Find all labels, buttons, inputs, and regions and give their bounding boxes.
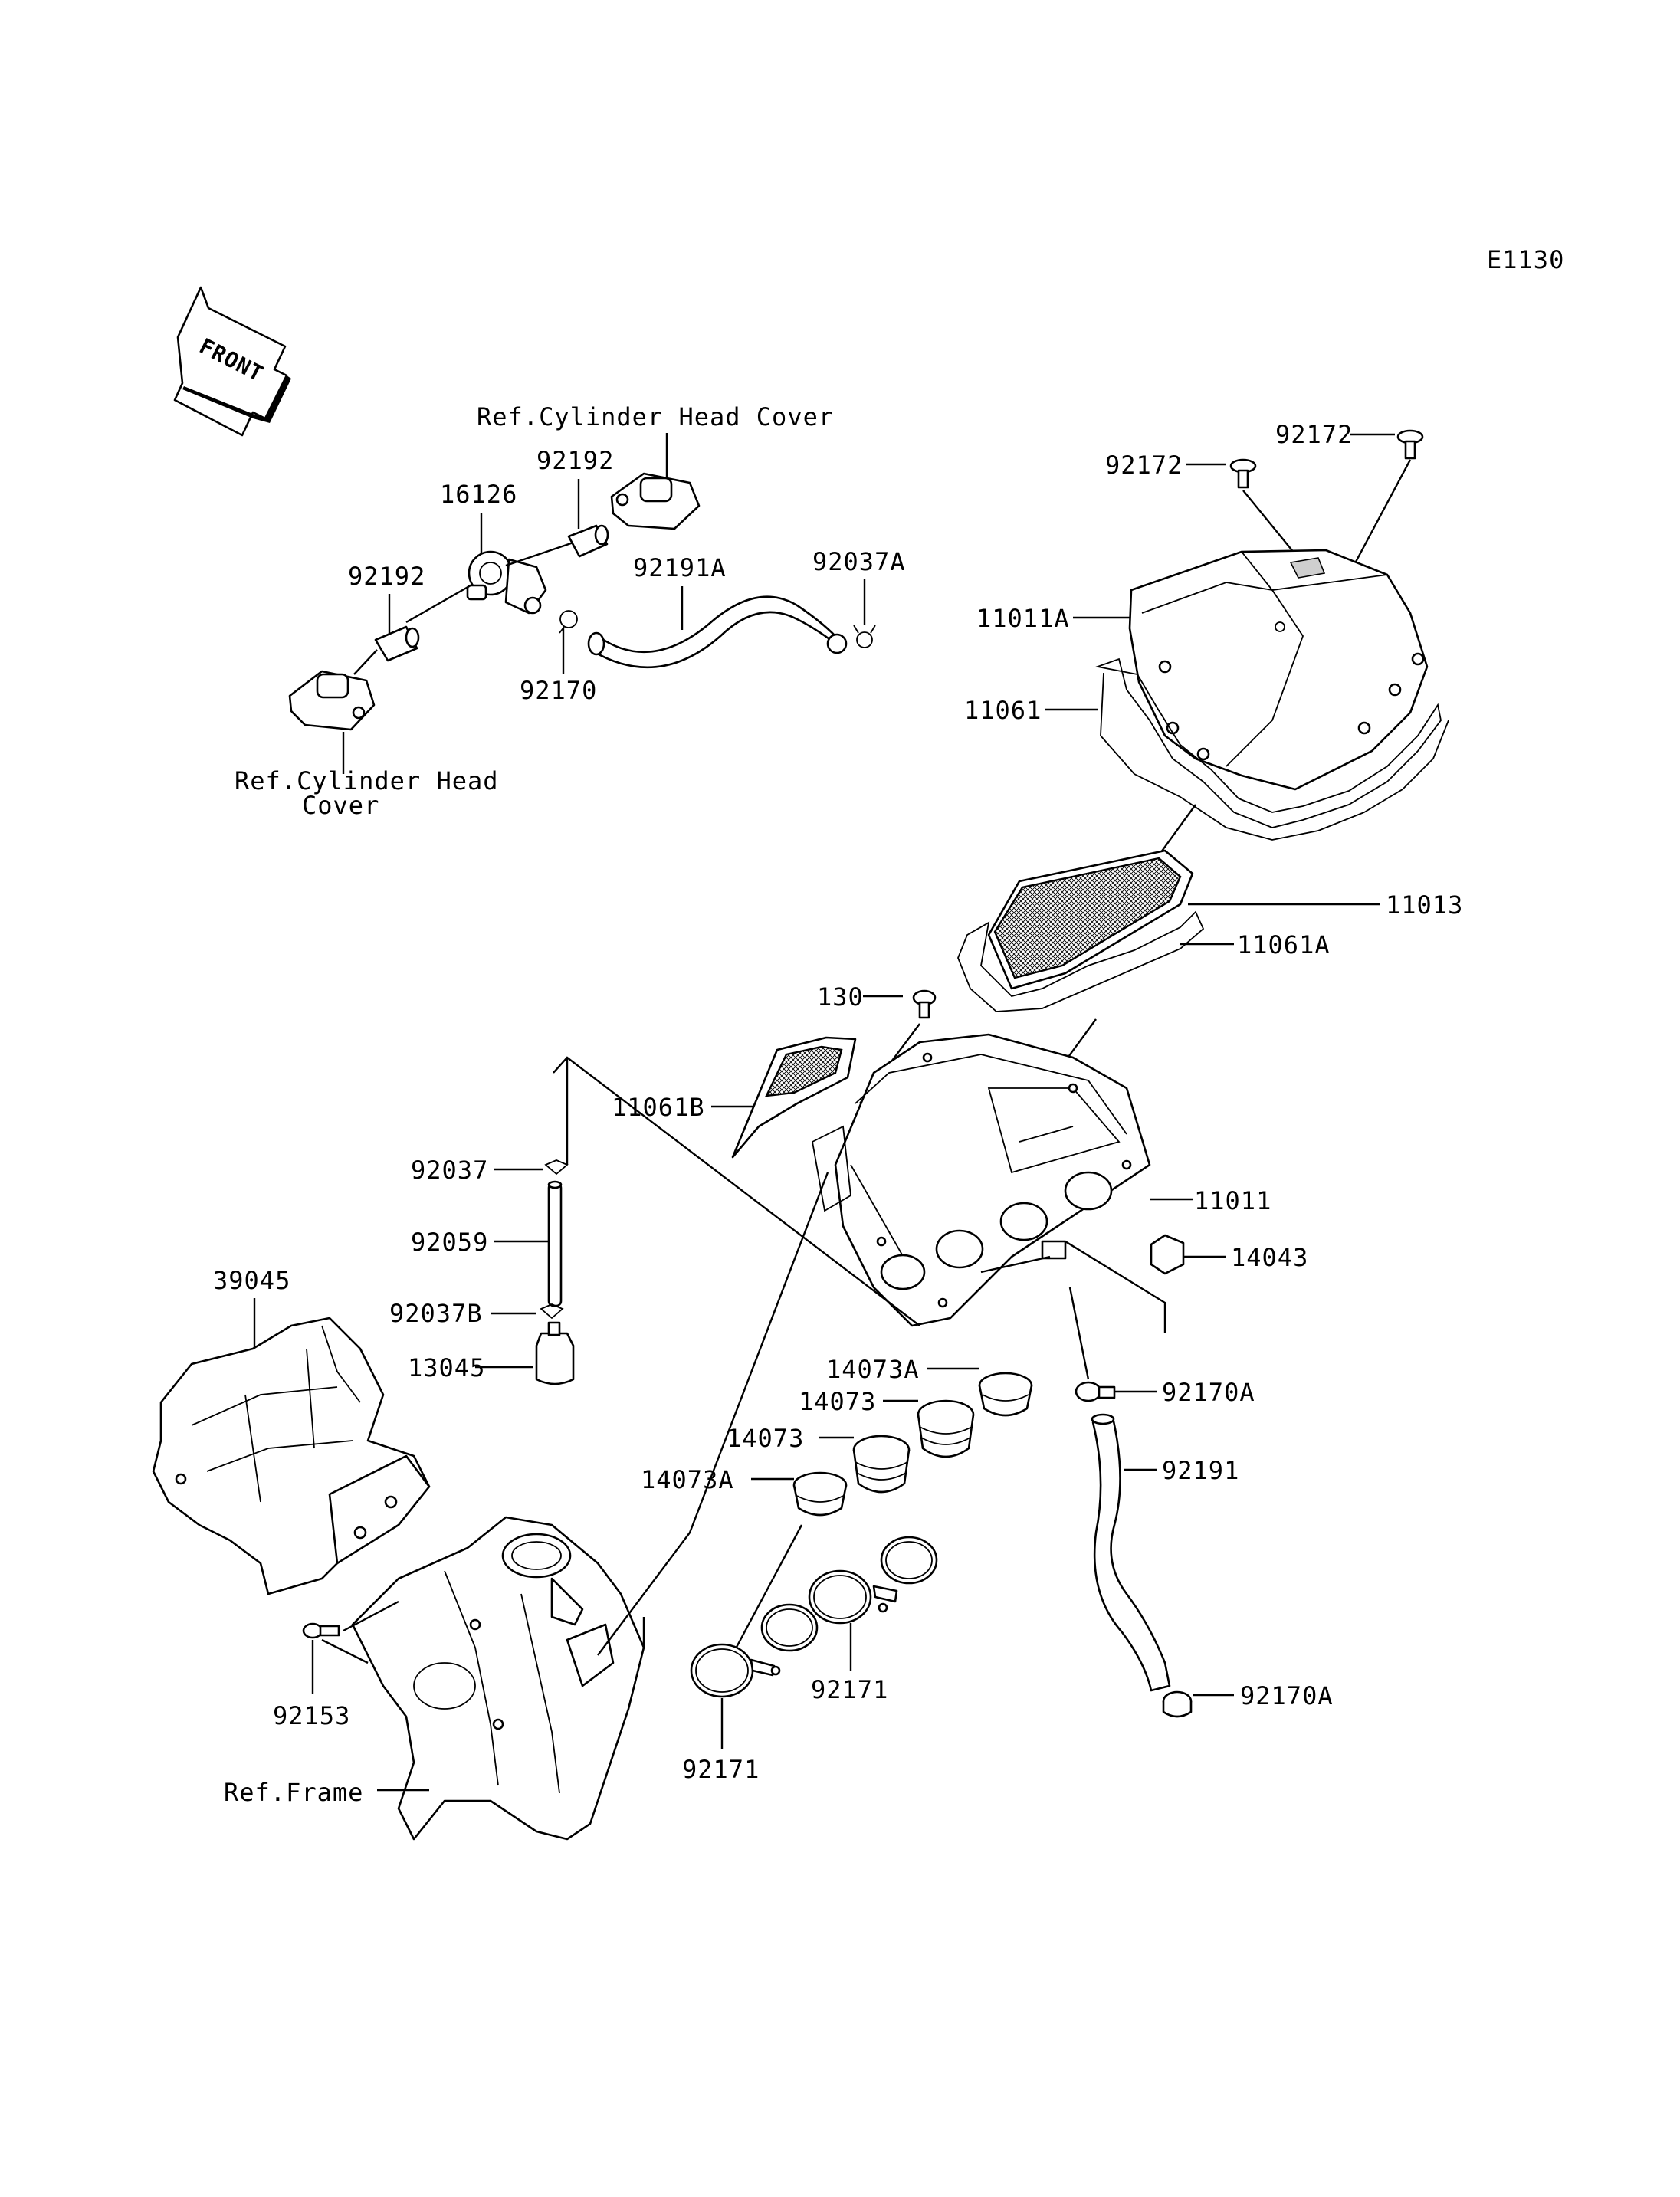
- gasket-11061A: [957, 910, 1205, 1012]
- label-92172-left: 92172: [1105, 451, 1183, 480]
- screw-92172-left: [1229, 458, 1257, 489]
- intake-duct-14073A-left: [792, 1471, 848, 1517]
- label-11061B: 11061B: [612, 1093, 705, 1122]
- label-11061: 11061: [964, 696, 1042, 725]
- air-duct-39045: [152, 1317, 431, 1595]
- clamp-92170: [559, 610, 578, 634]
- label-14073A-top: 14073A: [826, 1355, 920, 1384]
- label-ref-cylinder-head-cover-top: Ref.Cylinder Head Cover: [477, 402, 834, 431]
- label-92192-upper: 92192: [536, 446, 614, 475]
- label-13045: 13045: [408, 1353, 485, 1382]
- label-11011A: 11011A: [976, 604, 1070, 633]
- label-39045: 39045: [213, 1266, 290, 1295]
- hose-92191A: [587, 595, 848, 669]
- label-92037A: 92037A: [812, 547, 906, 576]
- intake-duct-14073-b: [852, 1435, 911, 1494]
- clamp-92037A: [853, 625, 876, 648]
- label-16126: 16126: [440, 480, 517, 509]
- label-92191A: 92191A: [633, 553, 727, 582]
- label-14043: 14043: [1231, 1243, 1308, 1272]
- filter-element-11013: [987, 849, 1194, 990]
- intake-duct-14073-a: [917, 1399, 975, 1458]
- label-92192-lower: 92192: [348, 562, 425, 591]
- front-arrow-icon: FRONT: [173, 286, 291, 437]
- valve-16126: [466, 550, 547, 615]
- intake-duct-14073A-top: [978, 1372, 1033, 1417]
- label-92153: 92153: [273, 1701, 350, 1730]
- air-cleaner-housing-11011: [811, 1033, 1151, 1327]
- hose-92192-lower: [374, 625, 420, 662]
- label-11011: 11011: [1194, 1186, 1271, 1215]
- hose-92191: [1091, 1413, 1171, 1692]
- label-92170A-top: 92170A: [1162, 1378, 1255, 1407]
- screw-130: [912, 989, 937, 1019]
- frame-ref: [351, 1516, 645, 1841]
- label-11013: 11013: [1386, 890, 1463, 920]
- gasket-11061: [1094, 657, 1449, 841]
- label-92059: 92059: [411, 1228, 488, 1257]
- label-11061A: 11061A: [1237, 930, 1331, 959]
- cylinder-head-cover-ref-upper: [610, 472, 701, 530]
- screw-92153: [302, 1622, 340, 1639]
- label-130: 130: [817, 982, 864, 1012]
- sensor-14043: [1150, 1234, 1185, 1275]
- drain-plug-13045: [535, 1321, 575, 1385]
- label-92170A-bottom: 92170A: [1240, 1681, 1334, 1710]
- clamp-92170A-bottom: [1162, 1690, 1193, 1718]
- screw-92172-right: [1396, 429, 1424, 460]
- clamp-92171-left: [690, 1603, 819, 1698]
- clamp-92037B: [540, 1303, 564, 1320]
- hose-92192-upper: [567, 524, 609, 558]
- label-ref-frame: Ref.Frame: [224, 1778, 363, 1807]
- label-14073A-left: 14073A: [641, 1465, 734, 1494]
- label-14073-a: 14073: [799, 1387, 876, 1416]
- label-92172-right: 92172: [1275, 420, 1353, 449]
- label-ref-cylinder-head-cover-bottom-2: Cover: [302, 791, 379, 820]
- label-92037B: 92037B: [389, 1299, 483, 1328]
- label-92171-right: 92171: [811, 1675, 888, 1704]
- tube-92059: [547, 1180, 563, 1307]
- label-92170: 92170: [520, 676, 597, 705]
- air-cleaner-cover-11011A: [1128, 549, 1429, 791]
- clamp-92037: [544, 1159, 569, 1176]
- clamp-92170A-top: [1075, 1381, 1116, 1402]
- label-92191: 92191: [1162, 1456, 1239, 1485]
- cylinder-head-cover-ref-lower: [288, 670, 376, 731]
- label-14073-b: 14073: [727, 1424, 804, 1453]
- label-92171-left: 92171: [682, 1755, 760, 1784]
- clamp-92171-right: [808, 1536, 938, 1625]
- gasket-11061B: [731, 1036, 857, 1159]
- label-92037: 92037: [411, 1156, 488, 1185]
- label-ref-cylinder-head-cover-bottom-1: Ref.Cylinder Head: [235, 766, 499, 795]
- diagram-code: E1130: [1487, 245, 1564, 274]
